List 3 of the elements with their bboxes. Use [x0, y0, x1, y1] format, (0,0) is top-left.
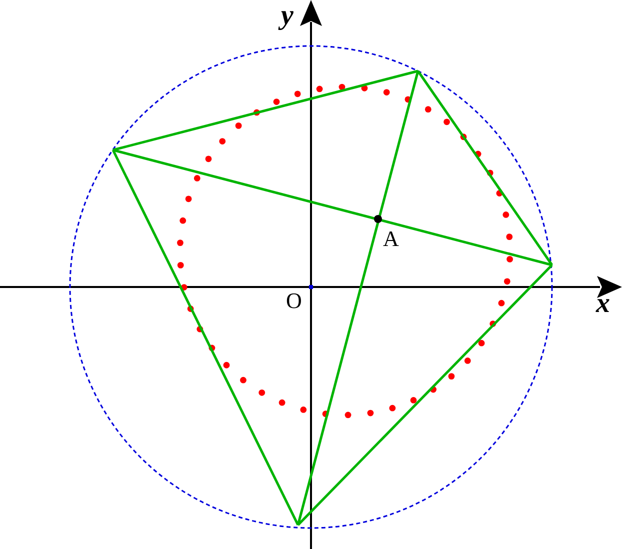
- origin-label: O: [286, 290, 302, 312]
- axis-label: x: [596, 290, 610, 318]
- point-label: A: [383, 228, 399, 250]
